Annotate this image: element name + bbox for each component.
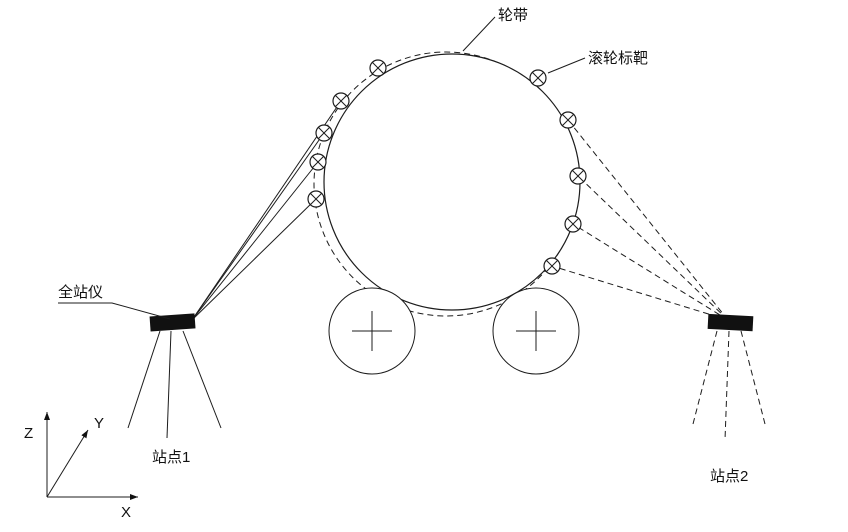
tripod-leg <box>127 330 161 429</box>
sight-line <box>191 198 317 321</box>
roller-target-marker <box>332 92 350 110</box>
total-station-2 <box>692 313 766 441</box>
roller-targets-left <box>307 59 387 208</box>
station2-label: 站点2 <box>710 468 748 485</box>
roller-target-marker <box>559 111 577 129</box>
station1-label: 站点1 <box>152 449 190 466</box>
support-roller-right <box>492 287 580 375</box>
support-roller-left <box>328 287 416 375</box>
sight-line <box>191 132 325 321</box>
sightlines-station2 <box>551 119 729 321</box>
station-body <box>707 313 754 332</box>
sight-line-dashed <box>551 265 729 321</box>
tripod-leg <box>692 330 718 425</box>
tripod-leg <box>740 330 766 425</box>
roller-target-marker <box>309 153 327 171</box>
tripod-leg <box>724 330 730 441</box>
roller-targets-right <box>529 69 587 275</box>
station-body <box>149 313 196 332</box>
axis-z-label: Z <box>24 425 33 442</box>
roller-target-marker <box>315 124 333 142</box>
coordinate-axes <box>44 412 138 500</box>
wheel-belt-label: 轮带 <box>498 7 528 24</box>
sightlines-station1 <box>191 100 342 321</box>
wheel-belt-leader <box>462 16 496 52</box>
roller-target-marker <box>543 257 561 275</box>
roller-target-marker <box>564 215 582 233</box>
axis-y-label: Y <box>94 415 104 432</box>
sight-line <box>191 100 342 321</box>
roller-target-marker <box>569 167 587 185</box>
roller-target-leader <box>547 57 586 74</box>
roller-target-marker <box>307 190 325 208</box>
tripod-leg <box>166 330 172 439</box>
sight-line-dashed <box>567 119 729 321</box>
sight-line-dashed <box>577 175 729 321</box>
axis-y-line <box>46 429 89 498</box>
total-station-label: 全站仪 <box>58 283 103 301</box>
sight-line-dashed <box>572 223 729 321</box>
total-station-1 <box>127 313 222 439</box>
roller-target-marker <box>529 69 547 87</box>
total-station-leader <box>58 302 171 320</box>
shell-solid-circle <box>323 53 581 311</box>
axis-x-label: X <box>121 504 131 521</box>
roller-target-marker <box>369 59 387 77</box>
sight-line <box>191 161 319 321</box>
tripod-leg <box>182 330 222 429</box>
roller-target-label: 滚轮标靶 <box>588 50 648 67</box>
